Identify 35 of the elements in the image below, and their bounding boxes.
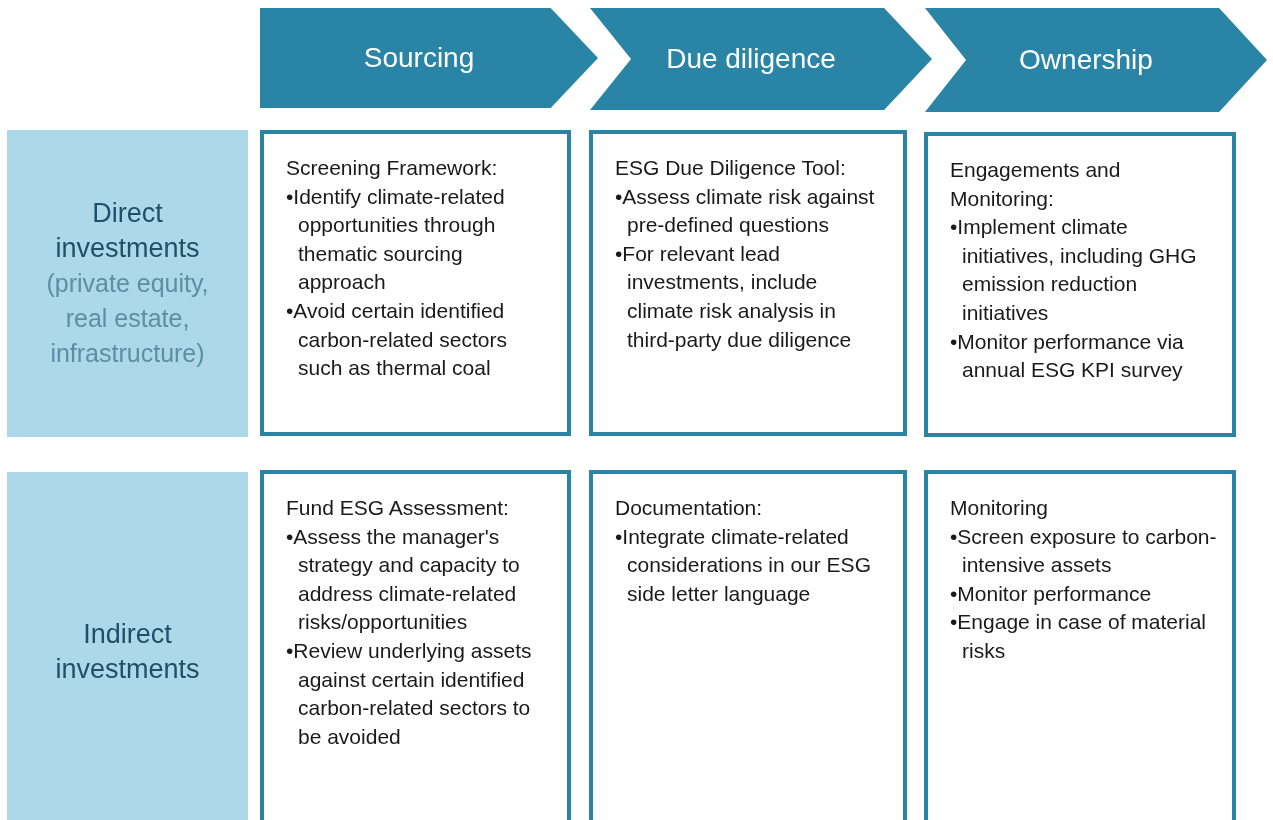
- bullet-item: •Implement climate initiatives, including GHG emission reduction initiatives: [950, 214, 1198, 326]
- content-card: [924, 132, 1236, 437]
- step-label: Ownership: [1019, 44, 1154, 76]
- row-header: [7, 130, 248, 437]
- bullet-item: •Engage in case of material risks: [950, 609, 1207, 664]
- row-header: [7, 472, 248, 820]
- bullet-item: •Assess climate risk against pre-defined questions: [615, 183, 876, 239]
- content-card: [260, 470, 571, 820]
- row-title: Direct investments: [54, 197, 201, 265]
- bullet-item: •Assess the manager's strategy and capacity to address climate-related risks/opportunities: [286, 523, 521, 636]
- bullet-item: •Review underlying assets against certain identified carbon-related sectors to be avoided: [286, 637, 533, 750]
- content-card: [260, 130, 571, 436]
- card-heading: Documentation:: [615, 495, 764, 521]
- card-heading: Monitoring: [950, 495, 1050, 521]
- step-label: Due diligence: [666, 43, 837, 75]
- card-heading: Engagements and Monitoring:: [950, 157, 1122, 212]
- row-title: Indirect investments: [54, 618, 201, 686]
- bullet-item: •Screen exposure to carbon-intensive assets: [950, 523, 1218, 579]
- row-subtitle: (private equity, real estate, infrastructure): [45, 268, 210, 369]
- chevron-step: [925, 8, 1267, 112]
- card-heading: Screening Framework:: [286, 155, 499, 181]
- bullet-item: •Integrate climate-related considerations in our ESG side letter language: [615, 523, 872, 607]
- step-label: Sourcing: [363, 42, 476, 74]
- content-card: [924, 470, 1236, 820]
- content-card: [589, 470, 907, 820]
- bullet-item: •Monitor performance via annual ESG KPI survey: [950, 328, 1185, 384]
- bullet-item: •Identify climate-related opportunities through thematic sourcing approach: [286, 183, 506, 296]
- bullet-item: •Monitor performance: [950, 580, 1153, 607]
- bullet-item: •Avoid certain identified carbon-related sectors such as thermal coal: [286, 297, 508, 382]
- bullet-item: •For relevant lead investments, include climate risk analysis in third-party due diligence: [615, 240, 853, 353]
- card-heading: ESG Due Diligence Tool:: [615, 155, 847, 181]
- chevron-step: [590, 8, 932, 110]
- chevron-step: [260, 8, 598, 108]
- content-card: [589, 130, 907, 436]
- card-heading: Fund ESG Assessment:: [286, 495, 510, 521]
